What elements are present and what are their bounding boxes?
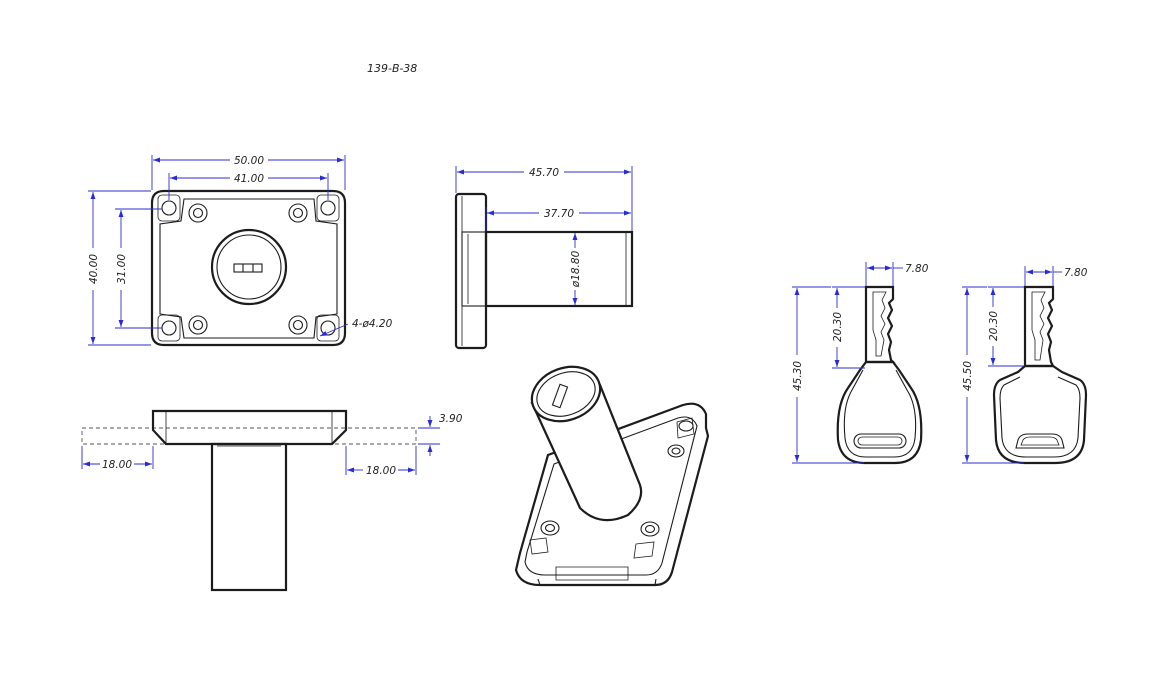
dim-front-height: 40.00 [88, 254, 100, 284]
key-1: 7.80 20.30 45.30 [792, 262, 929, 465]
dim-key2-total-length: 45.50 [962, 361, 974, 391]
dim-key2-blade-length: 20.30 [988, 311, 1000, 341]
isometric-view [514, 365, 710, 587]
dim-key2-blade-width: 7.80 [1064, 267, 1088, 279]
part-number: 139-B-38 [367, 62, 417, 75]
dim-hole-callout: 4-ø4.20 [352, 318, 393, 330]
front-view: 50.00 41.00 40.00 31.00 4-ø4.20 [88, 155, 393, 347]
dim-side-cylinder-diameter: ø18.80 [570, 250, 582, 288]
dim-top-left-offset: 18.00 [102, 459, 132, 471]
dim-side-total-length: 45.70 [529, 167, 559, 179]
key-2: 7.80 20.30 45.50 [962, 266, 1088, 465]
dim-front-width: 50.00 [234, 155, 264, 167]
dim-key1-blade-width: 7.80 [905, 263, 929, 275]
top-view: 3.90 18.00 18.00 [81, 409, 463, 592]
dim-key1-blade-length: 20.30 [832, 312, 844, 342]
dim-top-right-offset: 18.00 [366, 465, 396, 477]
side-view: 45.70 37.70 ø18.80 [454, 166, 634, 350]
dim-key1-total-length: 45.30 [792, 361, 804, 391]
dim-side-cylinder-length: 37.70 [544, 208, 574, 220]
dim-top-flange-thickness: 3.90 [439, 413, 463, 425]
dim-front-hole-spacing-y: 31.00 [116, 254, 128, 284]
dim-front-hole-spacing-x: 41.00 [234, 173, 264, 185]
